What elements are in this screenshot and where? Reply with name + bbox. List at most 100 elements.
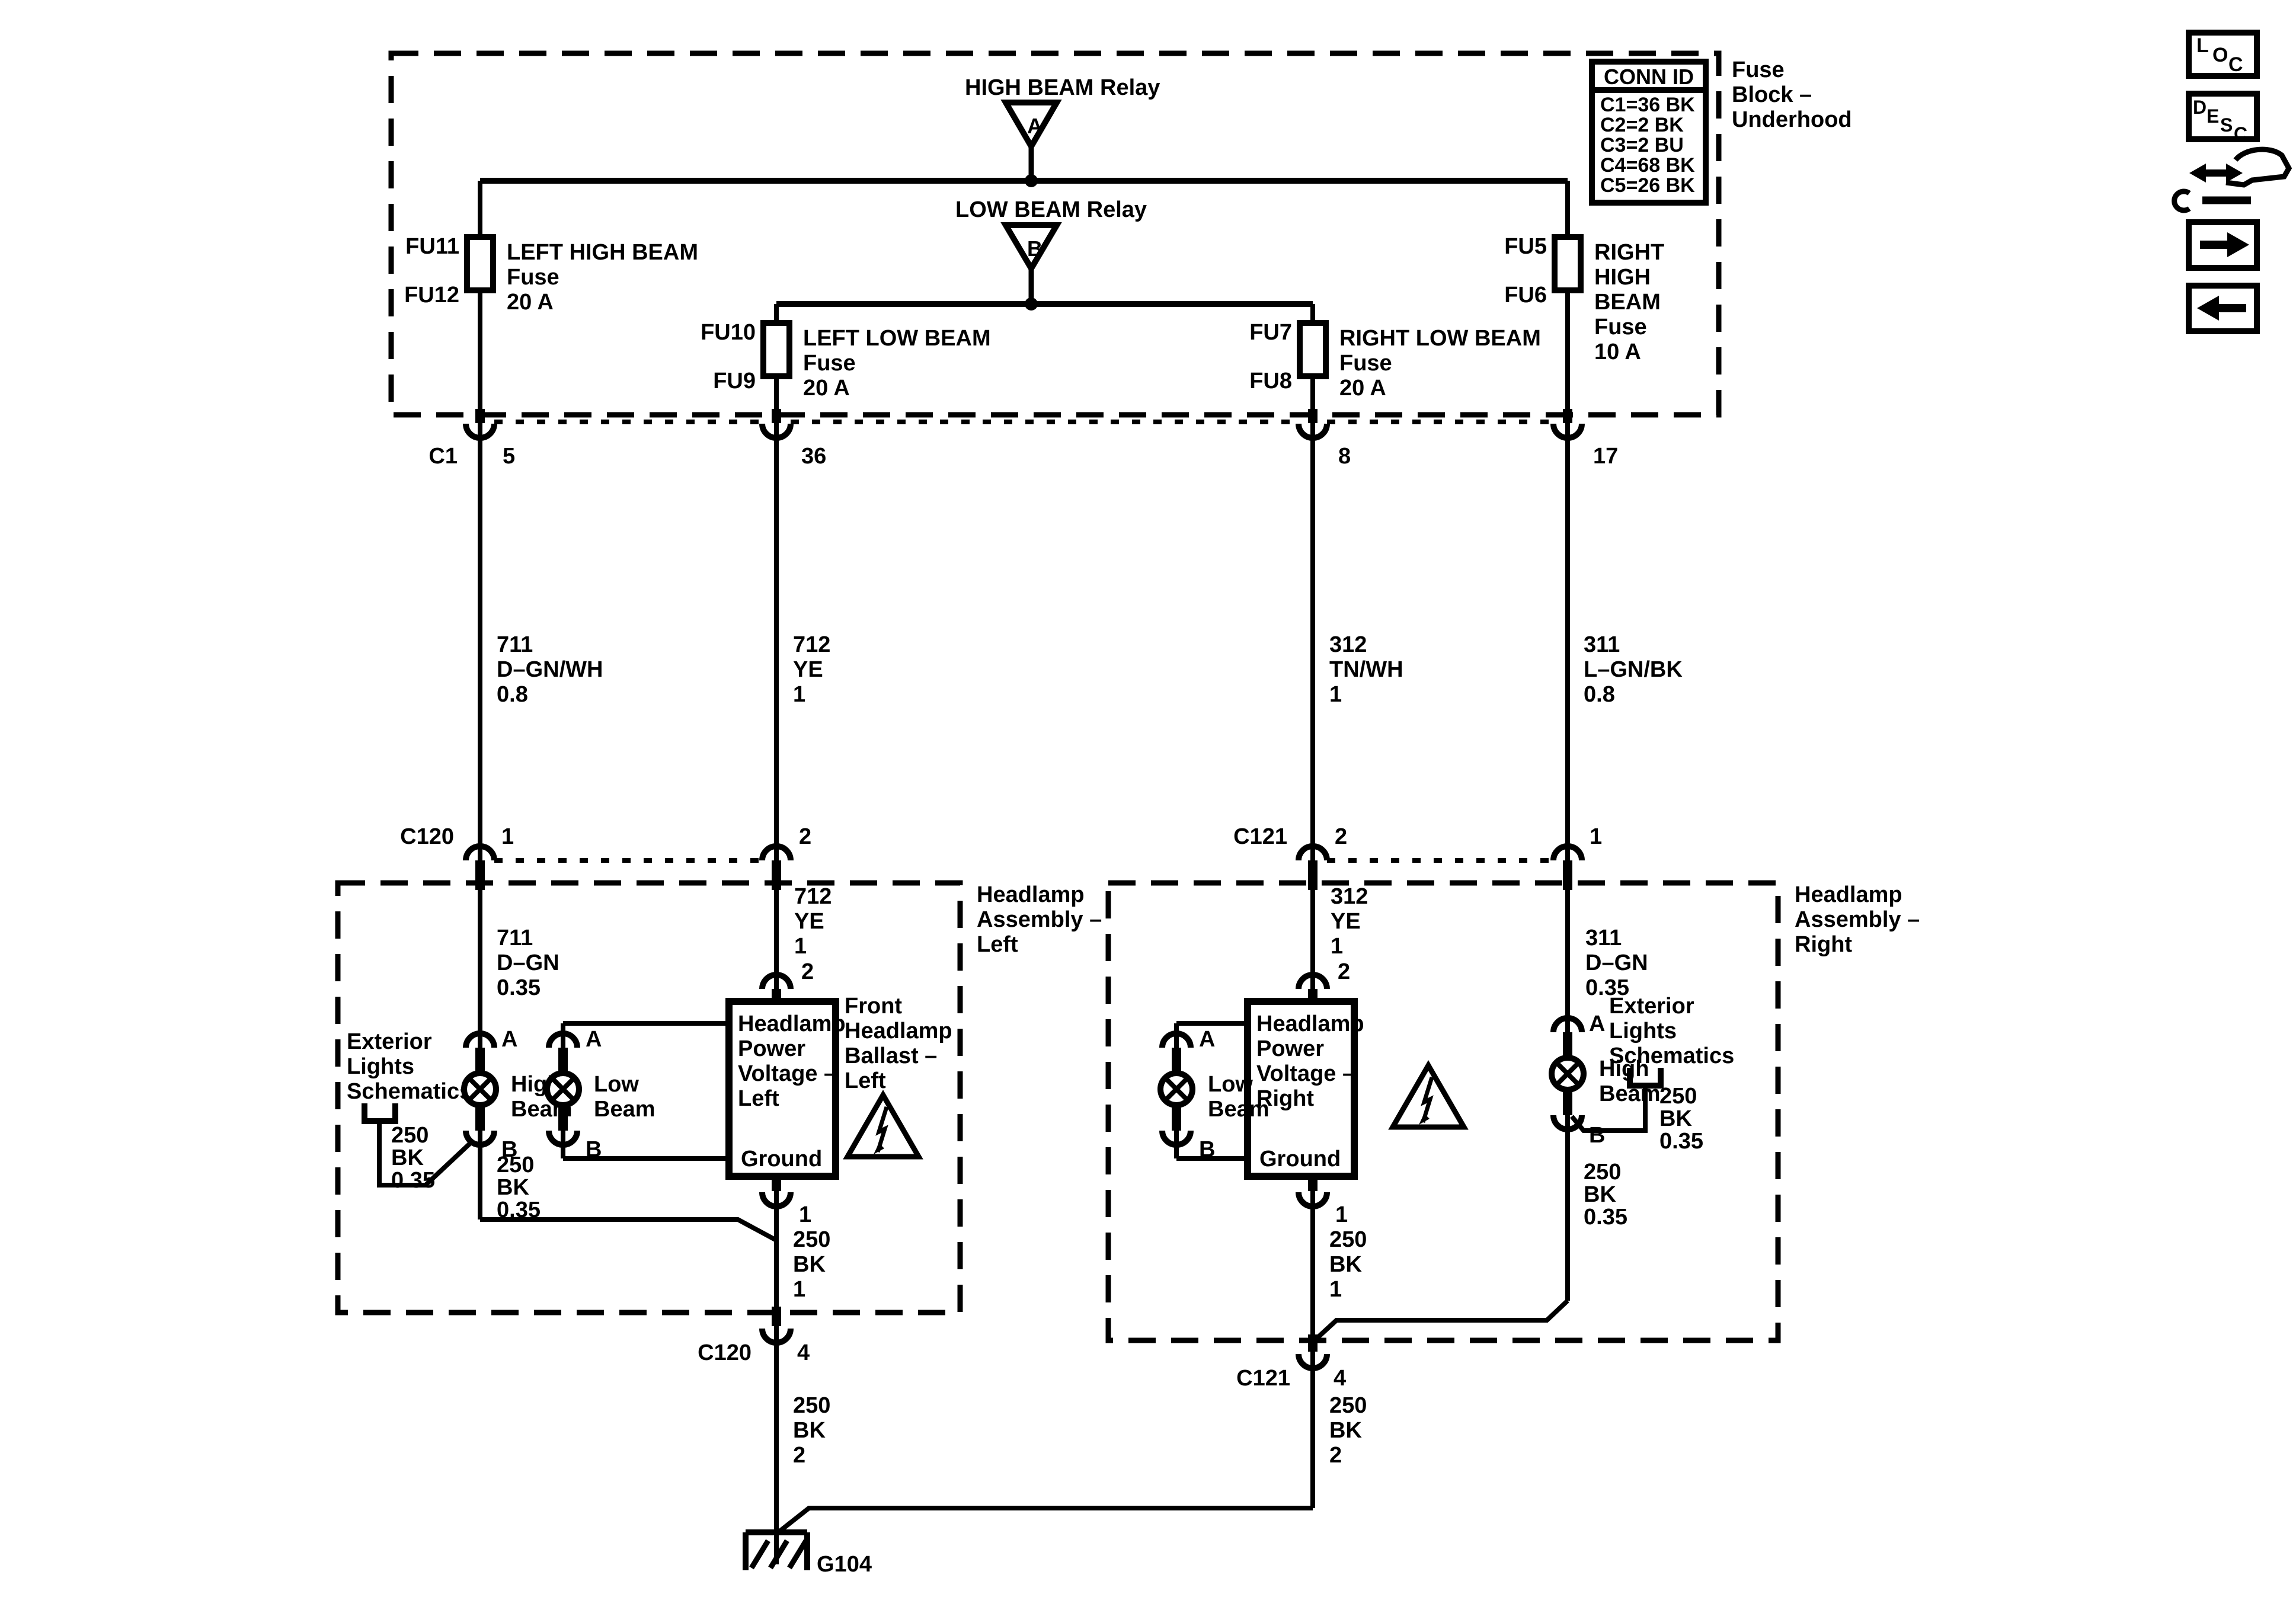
connector-arc <box>1296 972 1330 990</box>
bulb-name: Low <box>1208 1072 1253 1097</box>
relay-b-triangle <box>1000 222 1062 274</box>
c1-pin: 5 <box>503 444 515 469</box>
side-icon-panel: L O C D E S C <box>2172 30 2292 334</box>
low-beam-relay: LOW BEAM Relay B <box>955 197 1147 311</box>
wire-label: BK <box>793 1418 826 1443</box>
high-voltage-warning-icon <box>843 1089 923 1160</box>
relay-a-triangle <box>1000 100 1062 152</box>
wire-label: D–GN/WH <box>497 657 603 682</box>
c120-pin: 1 <box>501 824 514 849</box>
fuse-block-border <box>388 50 1722 418</box>
headlamp-assembly-left: Headlamp Assembly – Left 711 D–GN 0.35 7… <box>335 880 1102 1315</box>
bulb-pin: B <box>1589 1123 1605 1148</box>
wire-runs <box>478 181 1570 1564</box>
module-ground-label: Ground <box>741 1147 822 1172</box>
connector-c121-label: C121 <box>1233 824 1287 849</box>
assembly-label: Headlamp <box>977 882 1085 907</box>
bulb-pin: B <box>586 1137 602 1162</box>
exterior-ref-label: Exterior <box>347 1029 432 1054</box>
low-beam-relay-label: LOW BEAM Relay <box>955 197 1147 222</box>
wire-label: YE <box>1331 909 1361 934</box>
desc-letter: C <box>2234 123 2247 145</box>
fuse-rating: 10 A <box>1594 340 1641 364</box>
module-ground-pin: 1 <box>1335 1202 1348 1227</box>
wire-label: 250 <box>391 1123 428 1148</box>
ballast-label: Front <box>845 994 902 1019</box>
high-voltage-warning-icon <box>1388 1060 1469 1130</box>
connector-arc <box>1550 423 1585 441</box>
assembly-label: Assembly – <box>1795 907 1920 932</box>
wire-label: 250 <box>1329 1393 1367 1418</box>
fuse-type: Fuse <box>1339 351 1392 376</box>
wire-label: TN/WH <box>1329 657 1403 682</box>
left-high-beam-bulb: A B High Beam <box>461 1027 573 1162</box>
conn-id-row: C1=36 BK <box>1600 94 1695 116</box>
loc-button[interactable]: L O C <box>2186 30 2260 79</box>
connector-arc <box>1296 1192 1330 1209</box>
bulb-pin: A <box>586 1027 602 1052</box>
module-label: Left <box>738 1086 779 1111</box>
wire-label: 1 <box>793 1277 805 1302</box>
wire-label: BK <box>1659 1106 1692 1131</box>
module-label: Power <box>738 1036 805 1061</box>
wire-label: BK <box>1329 1252 1362 1277</box>
connector-arc <box>1296 843 1330 861</box>
conn-id-row: C2=2 BK <box>1600 114 1684 136</box>
desc-letter: S <box>2220 114 2233 136</box>
wire-label: D–GN <box>497 950 559 975</box>
bulb-pin: B <box>1199 1137 1215 1162</box>
connector-c120-label: C120 <box>400 824 454 849</box>
exterior-ref-label: Exterior <box>1609 994 1694 1019</box>
wire-label: 0.35 <box>497 975 541 1000</box>
ballast-label: Headlamp <box>845 1019 952 1044</box>
headlamp-power-module-left <box>725 998 839 1180</box>
wire-label: 711 <box>497 926 533 950</box>
connector-arc <box>759 1192 794 1209</box>
fuse-name: LEFT HIGH BEAM <box>507 240 698 265</box>
wire-label: BK <box>1329 1418 1362 1443</box>
module-label: Voltage – <box>738 1061 836 1086</box>
bulb-name: Low <box>594 1072 639 1097</box>
wire-label: 0.8 <box>1584 682 1615 707</box>
module-label: Voltage – <box>1256 1061 1355 1086</box>
c120-pin: 2 <box>799 824 811 849</box>
fuse-type: Fuse <box>803 351 856 376</box>
wire-label: YE <box>793 657 823 682</box>
wire-label: BK <box>497 1175 529 1200</box>
fuse-rating: 20 A <box>1339 376 1386 401</box>
next-page-button[interactable] <box>2186 219 2260 271</box>
fuse-rating: 20 A <box>507 290 554 315</box>
fuse-block-underhood: HIGH BEAM Relay A LOW BEAM Relay B CONN … <box>388 50 1852 418</box>
previous-page-button[interactable] <box>2186 283 2260 334</box>
c1-pin: 17 <box>1593 444 1618 469</box>
headlamp-assembly-right-border <box>1105 880 1781 1343</box>
assembly-label: Left <box>977 932 1018 957</box>
high-beam-ground-run <box>480 1217 776 1242</box>
fuse-rating: 20 A <box>803 376 850 401</box>
ground-label: G104 <box>817 1552 872 1577</box>
desc-button[interactable]: D E S C <box>2186 91 2260 145</box>
bulb-pin: B <box>501 1137 517 1162</box>
bulb-name: Beam <box>594 1097 655 1122</box>
wire-label: 2 <box>793 1443 805 1468</box>
assembly-label: Right <box>1795 932 1852 957</box>
connector-arc <box>1550 843 1585 861</box>
c1-pin: 8 <box>1338 444 1351 469</box>
fuse-type: Fuse <box>507 265 559 290</box>
fuse-right-low-beam: FU7 FU8 RIGHT LOW BEAM Fuse 20 A <box>1249 320 1541 401</box>
wire-label: 250 <box>1659 1084 1697 1109</box>
wire-label: 0.35 <box>391 1168 435 1193</box>
module-pin: 2 <box>1338 959 1350 984</box>
exterior-ref-label: Schematics <box>1609 1044 1734 1068</box>
wire-labels-upper: 711 D–GN/WH 0.8 712 YE 1 312 TN/WH 1 311… <box>497 632 1683 707</box>
connector-c121-label: C121 <box>1236 1366 1290 1391</box>
desc-letter: E <box>2207 105 2219 127</box>
vehicle-wrench-icon[interactable] <box>2172 146 2292 213</box>
bulb-name: High <box>1599 1057 1649 1081</box>
exterior-ref-label: Lights <box>1609 1019 1677 1044</box>
wire-label: BK <box>793 1252 826 1277</box>
wire-label: 0.8 <box>497 682 528 707</box>
wire-label: 712 <box>793 632 830 657</box>
wire-label: 250 <box>793 1227 830 1252</box>
connector-c121-bottom: C121 4 250 BK 2 <box>1236 1334 1367 1468</box>
